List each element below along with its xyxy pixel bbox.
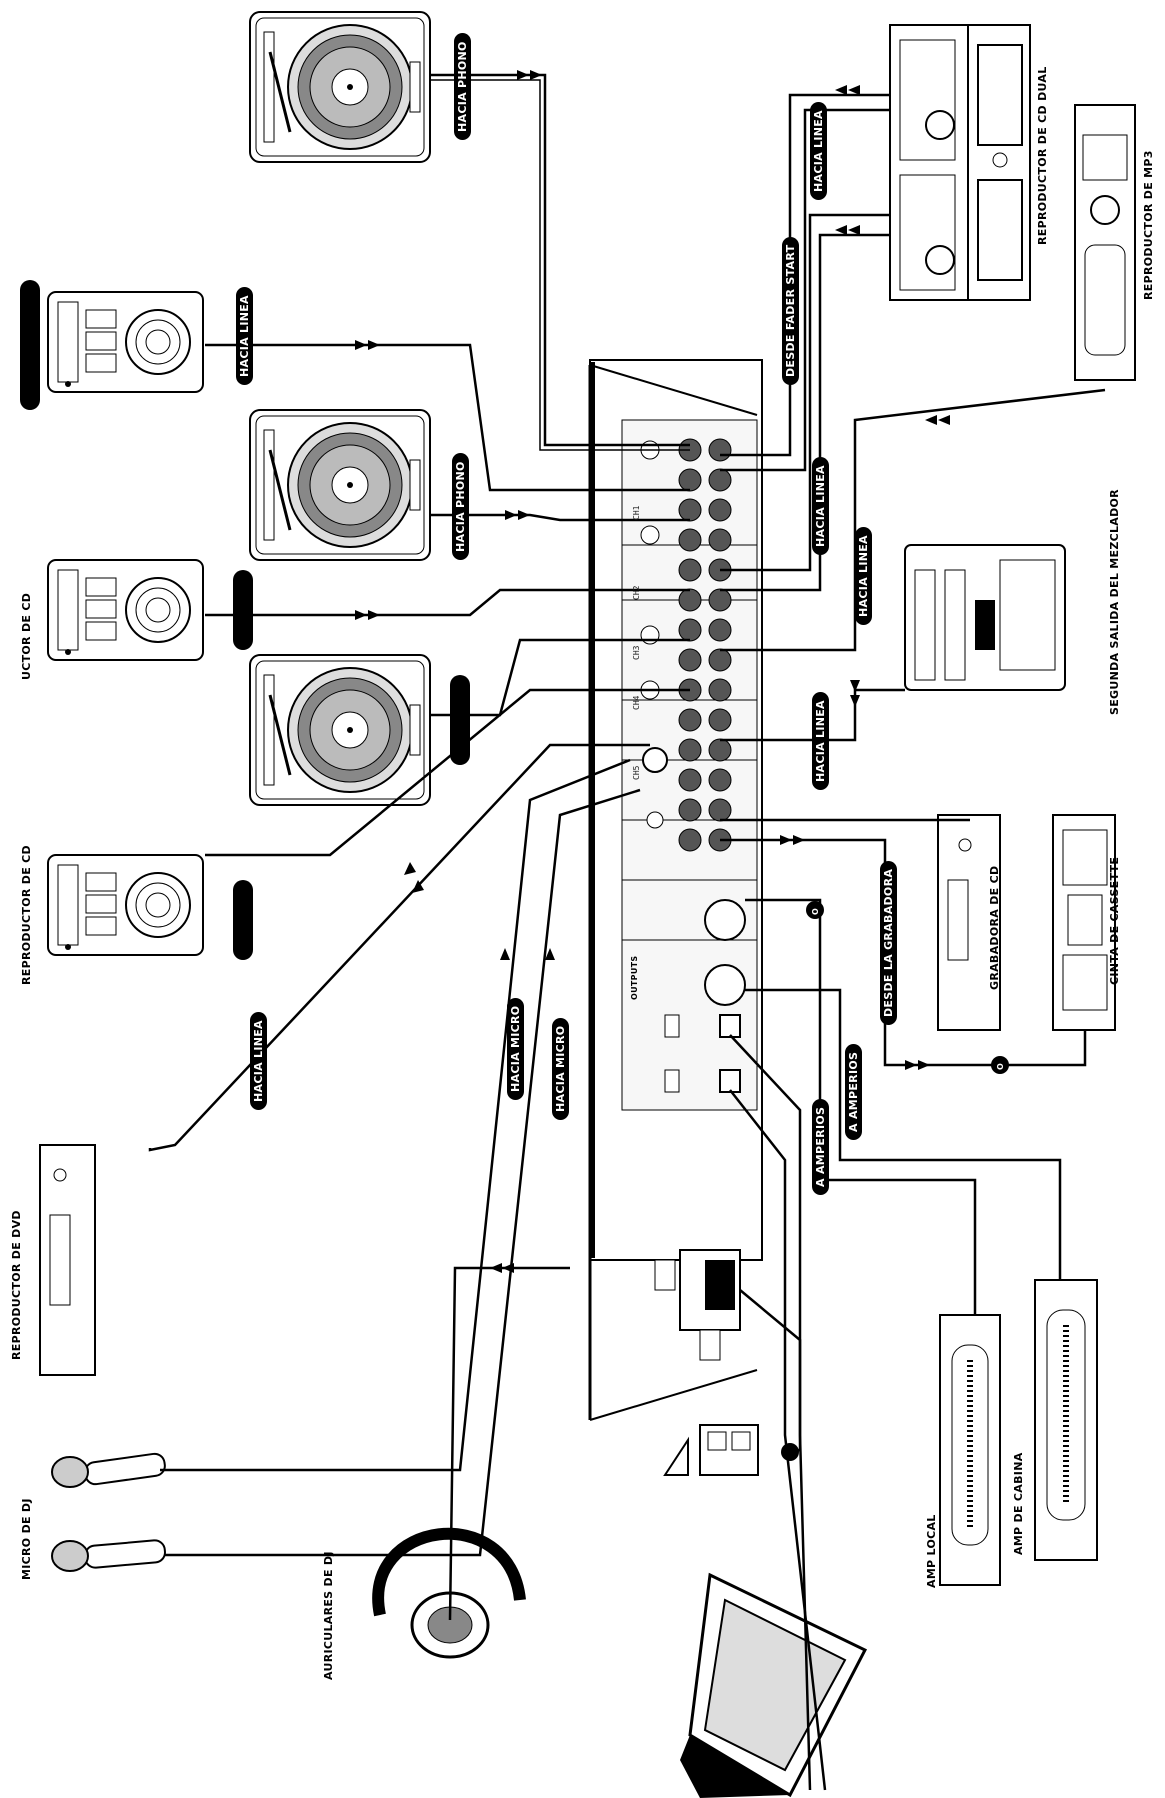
label-reproductor-cd-mid: UCTOR DE CD — [20, 592, 33, 680]
label-a-amperios-1: A AMPERIOS — [812, 1098, 829, 1195]
secondary-mixer — [904, 544, 1066, 691]
mixer-channel-2: CH2 — [632, 585, 641, 600]
dvd-player — [39, 1144, 96, 1376]
label-hacia-linea-mid1: HACIA LINEA — [812, 457, 829, 555]
blank-label-pill — [20, 280, 40, 410]
o-marker-text-1: O — [811, 907, 820, 915]
headphones — [372, 1527, 526, 1659]
turntable-top — [248, 10, 432, 164]
o-marker-2 — [991, 1056, 1009, 1074]
blank-label-pill — [450, 675, 470, 765]
xlr-outputs — [664, 899, 746, 1093]
blank-label-pill — [233, 570, 253, 650]
mixer-rca-jacks — [640, 438, 732, 852]
o-marker-text-2: O — [996, 1062, 1005, 1070]
cd-recorder — [937, 814, 1001, 1031]
blank-label-pill — [233, 880, 253, 960]
mixer-channel-3: CH3 — [632, 645, 641, 660]
laptop — [680, 1572, 868, 1798]
mp3-player — [1074, 104, 1136, 381]
turntable-middle — [248, 408, 432, 562]
label-hacia-linea-mid2: HACIA LINEA — [855, 527, 872, 625]
label-reproductor-dvd: REPRODUCTOR DE DVD — [10, 1210, 23, 1360]
cd-player-3 — [47, 854, 204, 956]
label-micro-dj: MICRO DE DJ — [20, 1498, 33, 1580]
amp-cabina — [1034, 1279, 1098, 1561]
label-hacia-linea-mid3: HACIA LINEA — [812, 692, 829, 790]
dual-cd-player — [889, 24, 1031, 301]
label-cinta-cassette: CINTA DE CASSETTE — [1108, 856, 1121, 985]
amp-local — [939, 1314, 1001, 1586]
turntable-lower — [248, 653, 432, 807]
signal-arrows — [355, 70, 950, 1273]
label-desde-grabadora: DESDE LA GRABADORA — [880, 860, 897, 1025]
mixer-channel-1: CH1 — [632, 505, 641, 520]
label-hacia-micro-2: HACIA MICRO — [552, 1017, 569, 1120]
label-hacia-phono-top: HACIA PHONO — [454, 33, 471, 140]
power-section — [654, 1249, 741, 1361]
label-grabadora-cd: GRABADORA DE CD — [988, 865, 1001, 990]
cd-player-1 — [47, 291, 204, 393]
mixer-channel-4: CH4 — [632, 695, 641, 710]
label-reproductor-cd-dual: REPRODUCTOR DE CD DUAL — [1036, 66, 1049, 245]
label-hacia-micro-1: HACIA MICRO — [507, 997, 524, 1100]
label-desde-fader-start: DESDE FADER START — [782, 236, 799, 385]
main-mixer — [589, 359, 763, 1361]
label-hacia-linea-cd1: HACIA LINEA — [236, 287, 253, 385]
cassette-deck — [1052, 814, 1116, 1031]
label-hacia-phono-mid: HACIA PHONO — [452, 453, 469, 560]
label-reproductor-mp3: REPRODUCTOR DE MP3 — [1142, 150, 1155, 300]
label-hacia-linea-dvd: HACIA LINEA — [250, 1012, 267, 1110]
microphone-1 — [51, 1452, 166, 1488]
label-amp-cabina: AMP DE CABINA — [1012, 1452, 1025, 1555]
label-amp-local: AMP LOCAL — [925, 1514, 938, 1588]
mixer-channel-5: CH5 — [632, 765, 641, 780]
microphone-2 — [51, 1539, 166, 1572]
o-marker-1 — [806, 901, 824, 919]
label-outputs: OUTPUTS — [630, 955, 639, 1000]
power-outlet — [663, 1424, 799, 1476]
label-hacia-linea-dual: HACIA LINEA — [810, 102, 827, 200]
cd-player-2 — [47, 559, 204, 661]
label-auriculares: AURICULARES DE DJ — [322, 1551, 335, 1680]
label-a-amperios-2: A AMPERIOS — [845, 1043, 862, 1140]
label-segunda-salida: SEGUNDA SALIDA DEL MEZCLADOR — [1108, 489, 1121, 715]
label-reproductor-cd-bottom: REPRODUCTOR DE CD — [20, 845, 33, 985]
